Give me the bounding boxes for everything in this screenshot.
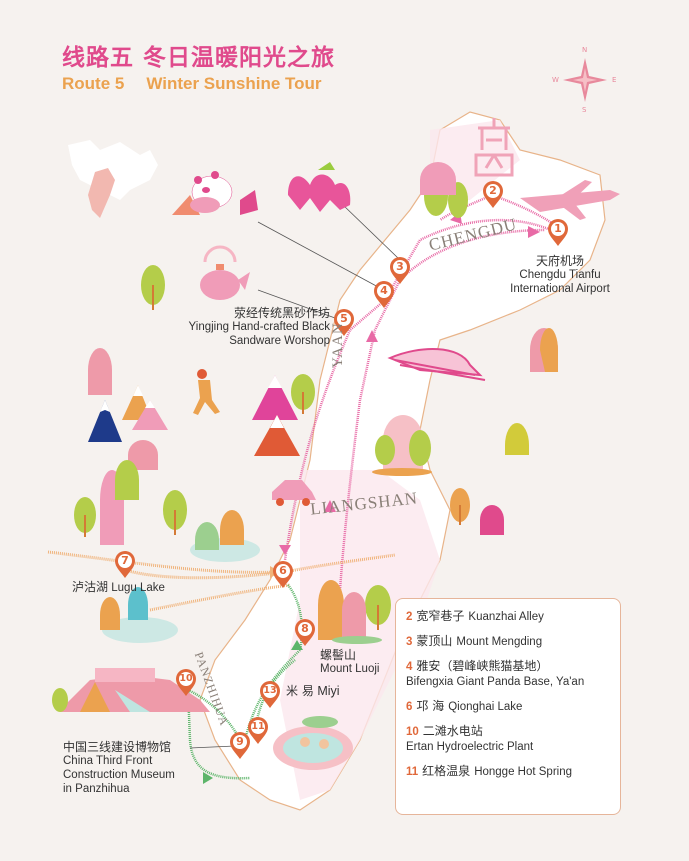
region-label-yaan: YAAN <box>330 322 346 368</box>
pin-6[interactable]: 6 <box>279 564 287 577</box>
pin-10[interactable]: 10 <box>179 673 193 684</box>
teapot-icon <box>200 245 250 300</box>
label-yingjing-workshop: 荥经传统黑砂作坊 Yingjing Hand-crafted Black San… <box>188 306 330 347</box>
mengding-mountain-icon <box>288 162 351 212</box>
compass-west: W <box>552 76 559 84</box>
autumn-grove-icon <box>372 415 432 476</box>
panda-icon <box>172 171 258 215</box>
compass-east: E <box>612 76 617 84</box>
compass-rose-icon <box>563 58 607 102</box>
airplane-icon <box>520 180 620 220</box>
map-title-english: Route 5 Winter Sunshine Tour <box>62 74 344 94</box>
route-orange <box>47 550 396 612</box>
map-title-chinese: 线路五 冬日温暖阳光之旅 <box>62 45 336 71</box>
snow-mountain-icons <box>88 348 300 545</box>
label-tianfu-airport: 天府机场 Chengdu Tianfu International Airpor… <box>510 254 610 295</box>
runner-icon <box>193 369 220 415</box>
compass-south: S <box>582 106 587 114</box>
compass-north: N <box>582 46 588 54</box>
pin-13[interactable]: 13 <box>263 685 277 696</box>
pin-3[interactable]: 3 <box>396 260 404 273</box>
pin-1[interactable]: 1 <box>554 222 562 235</box>
label-mount-luoji: 螺髻山 Mount Luoji <box>320 648 380 675</box>
pin-2[interactable]: 2 <box>489 184 497 197</box>
car-icon <box>272 480 316 506</box>
chengdu-landmark-icon <box>474 118 514 177</box>
label-lugu-lake: 泸沽湖 Lugu Lake <box>72 580 165 594</box>
sichuan-inset-icon <box>68 140 158 218</box>
label-miyi: 米 易 Miyi <box>286 684 340 698</box>
pin-8[interactable]: 8 <box>301 622 309 635</box>
route-name-label: Winter Sunshine Tour <box>146 74 322 93</box>
label-third-front-museum: 中国三线建设博物馆 China Third Front Construction… <box>63 740 175 795</box>
pin-7[interactable]: 7 <box>121 554 129 567</box>
luoji-mountain-icon <box>318 580 382 644</box>
route-number-label: Route 5 <box>62 74 125 93</box>
train-icon <box>387 348 486 381</box>
hydro-dam-icon <box>52 668 210 712</box>
pin-9[interactable]: 9 <box>236 735 244 748</box>
pin-11[interactable]: 11 <box>251 721 265 732</box>
pin-5[interactable]: 5 <box>340 312 348 325</box>
pin-4[interactable]: 4 <box>380 284 388 297</box>
lake-icons <box>100 510 260 643</box>
tree-icons <box>74 162 470 630</box>
hot-spring-icon <box>273 716 353 770</box>
